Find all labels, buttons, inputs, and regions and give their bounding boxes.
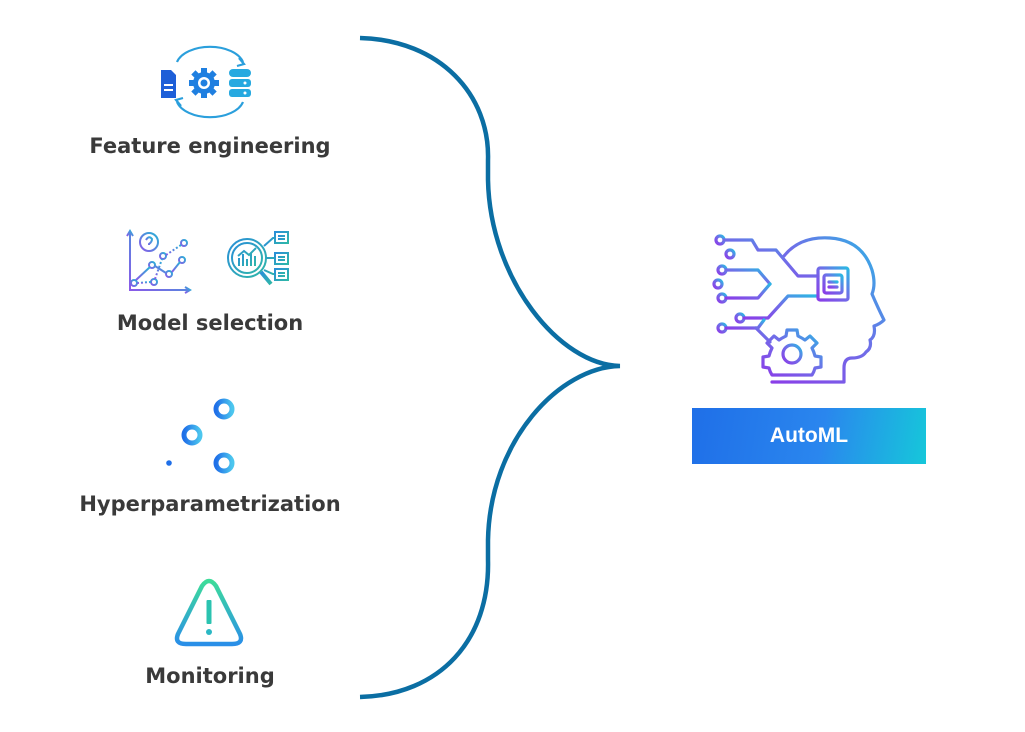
- automl-output-box: AutoML: [692, 408, 926, 464]
- automl-label: AutoML: [769, 424, 849, 447]
- input-label-monitoring: Monitoring: [145, 664, 275, 688]
- chart-question-icon: [126, 229, 192, 294]
- sliders-icon: [165, 398, 252, 474]
- magnifier-analysis-icon: [227, 231, 289, 286]
- input-label-feature-engineering: Feature engineering: [89, 134, 331, 158]
- feature-engineering-icon: [161, 45, 251, 119]
- model-selection-icon: [126, 229, 289, 294]
- input-label-model-selection: Model selection: [116, 311, 304, 335]
- ai-head-icon: [712, 234, 886, 384]
- brace-path: [359, 35, 621, 700]
- input-label-hyperparametrization: Hyperparametrization: [79, 492, 341, 516]
- warning-icon: [174, 578, 244, 647]
